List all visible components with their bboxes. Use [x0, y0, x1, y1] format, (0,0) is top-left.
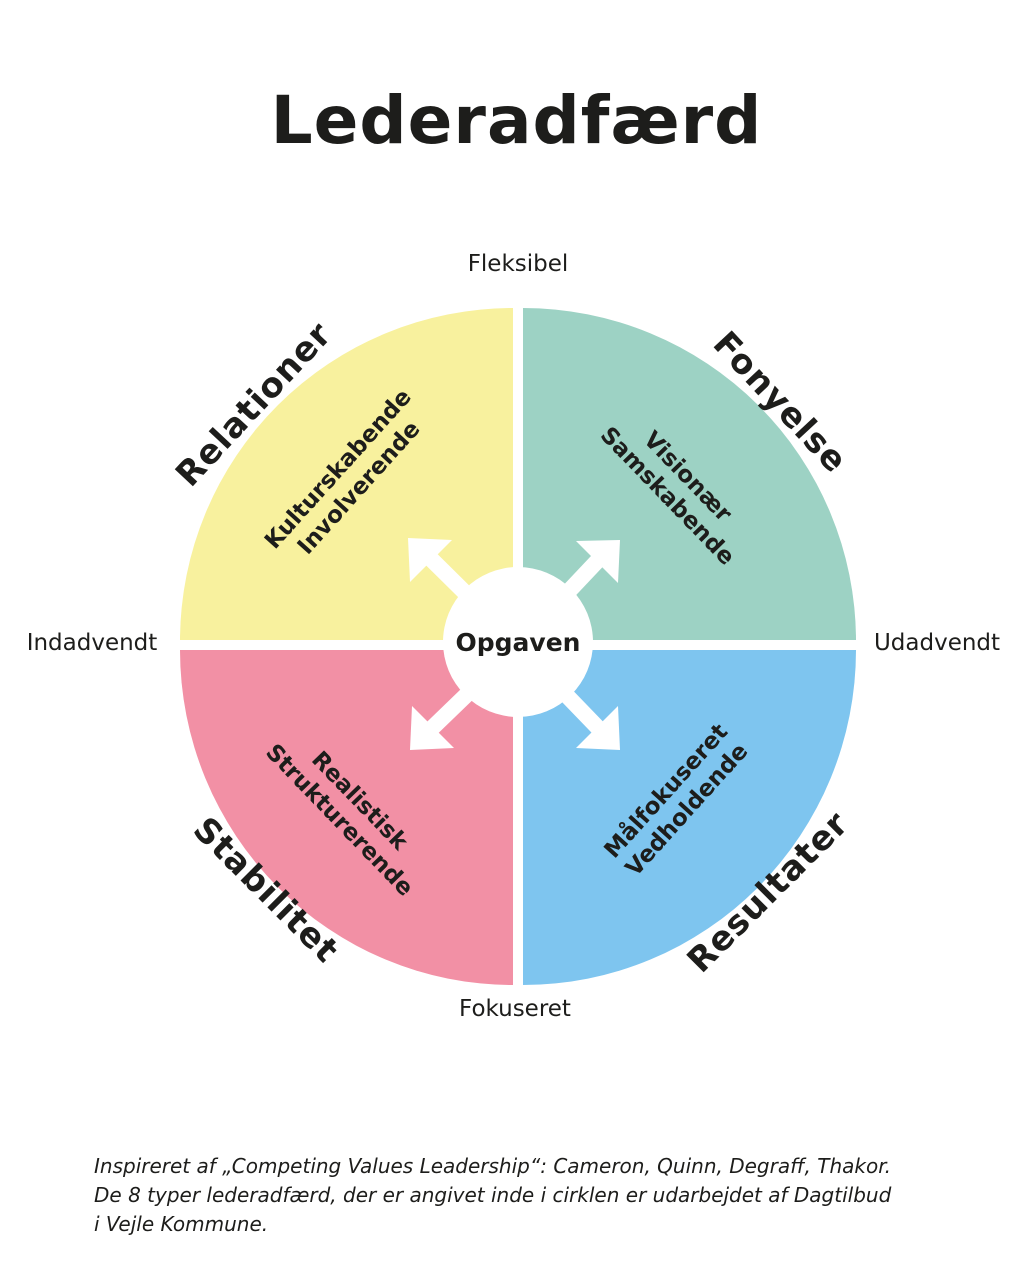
footnote-line: Inspireret af „Competing Values Leadersh… [94, 1154, 891, 1178]
footnote-line: De 8 typer lederadfærd, der er angivet i… [94, 1183, 892, 1207]
axis-top-label: Fleksibel [468, 251, 569, 277]
footnote: Inspireret af „Competing Values Leadersh… [94, 1152, 994, 1239]
axis-bottom-label: Fokuseret [459, 996, 571, 1022]
center-circle [443, 567, 593, 717]
axis-right-label: Udadvendt [874, 630, 1000, 656]
footnote-line: i Vejle Kommune. [94, 1212, 269, 1236]
center-label: Opgaven [456, 628, 581, 657]
page-title: Lederadfærd [270, 82, 763, 159]
axis-left-label: Indadvendt [27, 630, 158, 656]
